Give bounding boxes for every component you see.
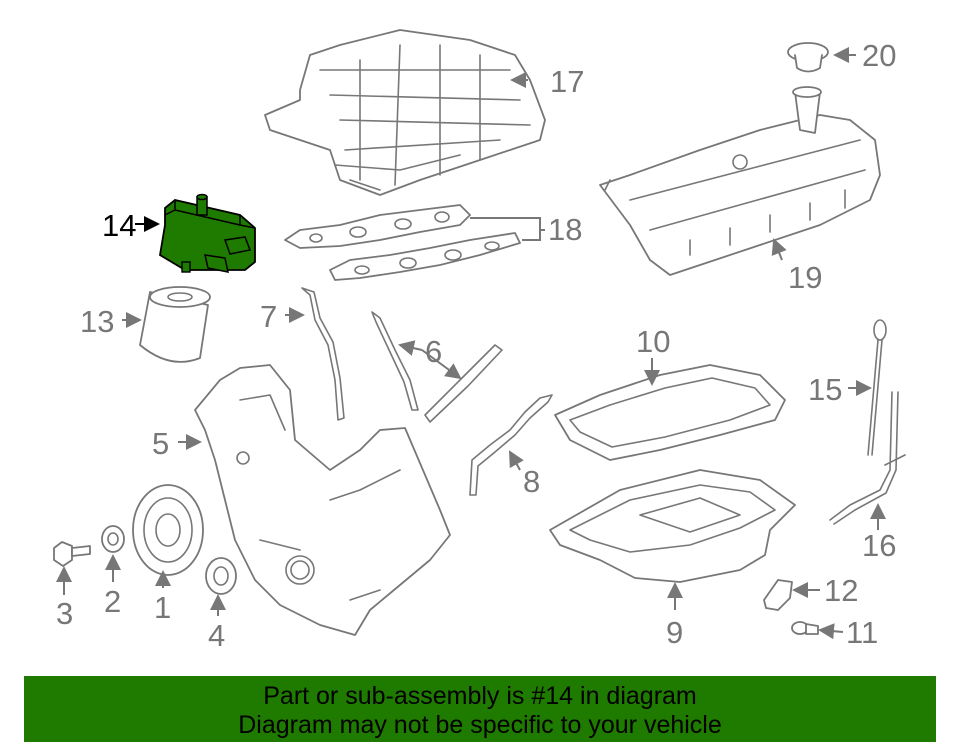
callout-7[interactable]: 7 <box>260 299 277 334</box>
callout-10[interactable]: 10 <box>636 324 670 359</box>
callout-15[interactable]: 15 <box>808 372 842 407</box>
callout-19[interactable]: 19 <box>788 260 822 295</box>
callout-leaders <box>56 47 886 640</box>
front-cover-gasket-part[interactable] <box>301 287 345 421</box>
washer-part[interactable] <box>101 525 125 553</box>
callout-20[interactable]: 20 <box>862 38 896 73</box>
callout-1[interactable]: 1 <box>154 590 171 625</box>
bolt-part[interactable] <box>53 541 91 567</box>
banner-line-1: Part or sub-assembly is #14 in diagram <box>263 682 697 710</box>
callout-16[interactable]: 16 <box>862 528 896 563</box>
timing-cover-part[interactable] <box>194 364 451 636</box>
callout-3[interactable]: 3 <box>56 596 73 631</box>
info-banner: Part or sub-assembly is #14 in diagram D… <box>24 676 936 742</box>
oil-filler-cap-part[interactable] <box>787 42 829 73</box>
callout-11[interactable]: 11 <box>846 615 878 650</box>
callout-17[interactable]: 17 <box>550 64 584 99</box>
callout-labels: 17 20 19 18 14 13 7 6 8 5 1 2 3 4 10 9 1… <box>56 38 896 653</box>
front-cover-seal-part[interactable] <box>371 311 503 423</box>
oil-pan-part[interactable] <box>549 469 796 583</box>
callout-2[interactable]: 2 <box>104 584 121 619</box>
callout-4[interactable]: 4 <box>208 618 225 653</box>
callout-12[interactable]: 12 <box>824 573 858 608</box>
callout-13[interactable]: 13 <box>80 304 114 339</box>
oil-cooler-highlighted-part[interactable] <box>159 193 256 273</box>
intake-manifold-part[interactable] <box>264 29 546 196</box>
callout-8[interactable]: 8 <box>523 464 540 499</box>
intake-gasket-part[interactable] <box>284 204 521 281</box>
drain-plug-part[interactable] <box>791 621 819 635</box>
callout-6[interactable]: 6 <box>425 334 442 369</box>
callout-18[interactable]: 18 <box>548 212 582 247</box>
crankshaft-pulley-part[interactable] <box>132 484 204 576</box>
banner-line-2: Diagram may not be specific to your vehi… <box>238 711 722 739</box>
dipstick-tube-part[interactable] <box>829 391 906 525</box>
dipstick-part[interactable] <box>867 319 887 456</box>
oil-filter-part[interactable] <box>139 286 211 363</box>
oil-pan-gasket-part[interactable] <box>469 394 553 496</box>
callout-5[interactable]: 5 <box>152 426 169 461</box>
callout-9[interactable]: 9 <box>666 615 683 650</box>
front-seal-part[interactable] <box>205 557 237 595</box>
callout-14[interactable]: 14 <box>102 208 136 243</box>
oil-pan-upper-gasket-part[interactable] <box>554 364 786 461</box>
bracket-part[interactable] <box>763 579 793 611</box>
valve-cover-part[interactable] <box>599 86 881 276</box>
